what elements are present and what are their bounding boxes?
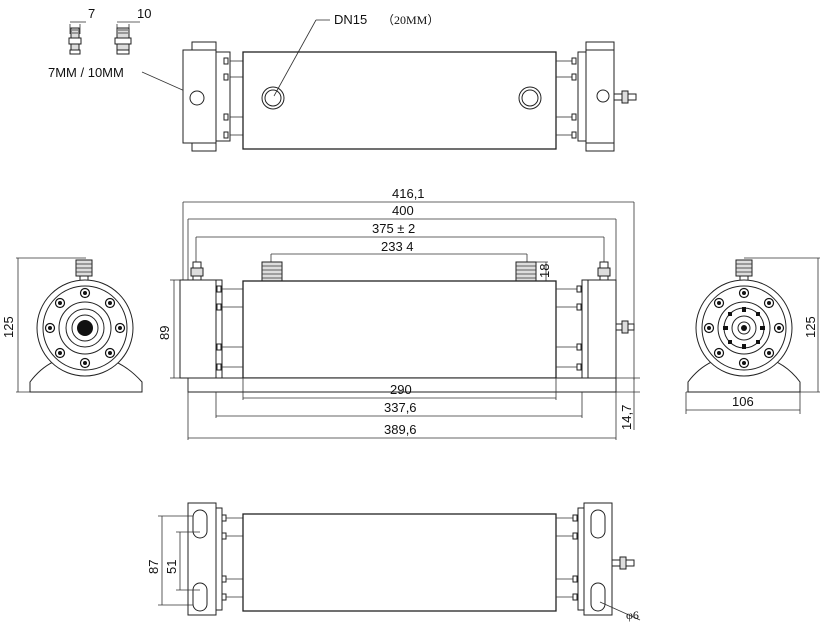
bottom-left-plate [187, 502, 217, 616]
top-body [242, 51, 557, 150]
front-body [242, 280, 557, 379]
top-view: 7 10 7MM / 10MM DN15 （20MM） [48, 6, 637, 152]
dim-length-400: 400 [392, 203, 414, 218]
port-right [518, 86, 542, 110]
dim-body-height: 89 [157, 326, 172, 340]
front-fitting-left [261, 261, 283, 282]
left-end-view: 125 [1, 257, 143, 393]
front-right-flange [587, 279, 617, 379]
fitting-10mm [114, 21, 140, 55]
left-end-bolts [44, 287, 126, 369]
thread-large-label: 10 [137, 6, 151, 21]
dim-body-length: 290 [390, 382, 412, 397]
front-right-bolts [556, 285, 582, 371]
dim-mount-inner: 51 [164, 560, 179, 574]
dim-hole-diameter: φ6 [626, 608, 639, 622]
port-left [261, 86, 285, 110]
dim-end-height-right: 125 [803, 316, 818, 338]
bottom-side-nozzle [611, 556, 635, 570]
front-left-bolts [216, 285, 243, 371]
dim-base-height: 14,7 [619, 405, 634, 430]
dim-mount-outer: 87 [146, 560, 161, 574]
left-flange [182, 49, 217, 144]
port-size-mm-label: （20MM） [382, 13, 439, 27]
front-left-flange [179, 279, 217, 379]
right-end-view: 125 [685, 257, 820, 414]
right-inner-teeth [723, 307, 765, 349]
front-view: 416,1 400 375 ± 2 233 4 18 [157, 186, 640, 440]
dim-port-spacing: 375 ± 2 [372, 221, 415, 236]
bottom-left-bolts [221, 514, 243, 601]
fitting-7mm [68, 21, 86, 55]
dim-fitting-spacing: 233 4 [381, 239, 414, 254]
dim-end-width: 106 [732, 394, 754, 409]
front-left-nozzle [190, 261, 204, 281]
bottom-right-plate [583, 502, 613, 616]
right-end-bolts [703, 287, 785, 369]
right-nozzle [613, 90, 637, 104]
dim-total-length: 416,1 [392, 186, 425, 201]
right-bolts [556, 57, 577, 139]
bottom-view: 87 51 φ6 [146, 502, 641, 622]
dim-base-length: 389,6 [384, 422, 417, 437]
hole-leader [599, 601, 641, 621]
front-side-nozzle [615, 320, 635, 334]
dim-length-337: 337,6 [384, 400, 417, 415]
bottom-right-bolts [556, 514, 578, 601]
front-fitting-right [515, 261, 537, 282]
tube-size-label: 7MM / 10MM [48, 65, 124, 80]
bottom-body [242, 513, 557, 612]
right-flange [585, 49, 615, 144]
left-bolts [223, 57, 243, 139]
dim-fitting-height: 18 [537, 264, 552, 278]
front-right-nozzle [597, 261, 611, 281]
port-size-label: DN15 [334, 12, 367, 27]
thread-small-label: 7 [88, 6, 95, 21]
port-leader [273, 19, 317, 97]
left-tube-port [189, 90, 205, 106]
dim-end-height-left: 125 [1, 316, 16, 338]
